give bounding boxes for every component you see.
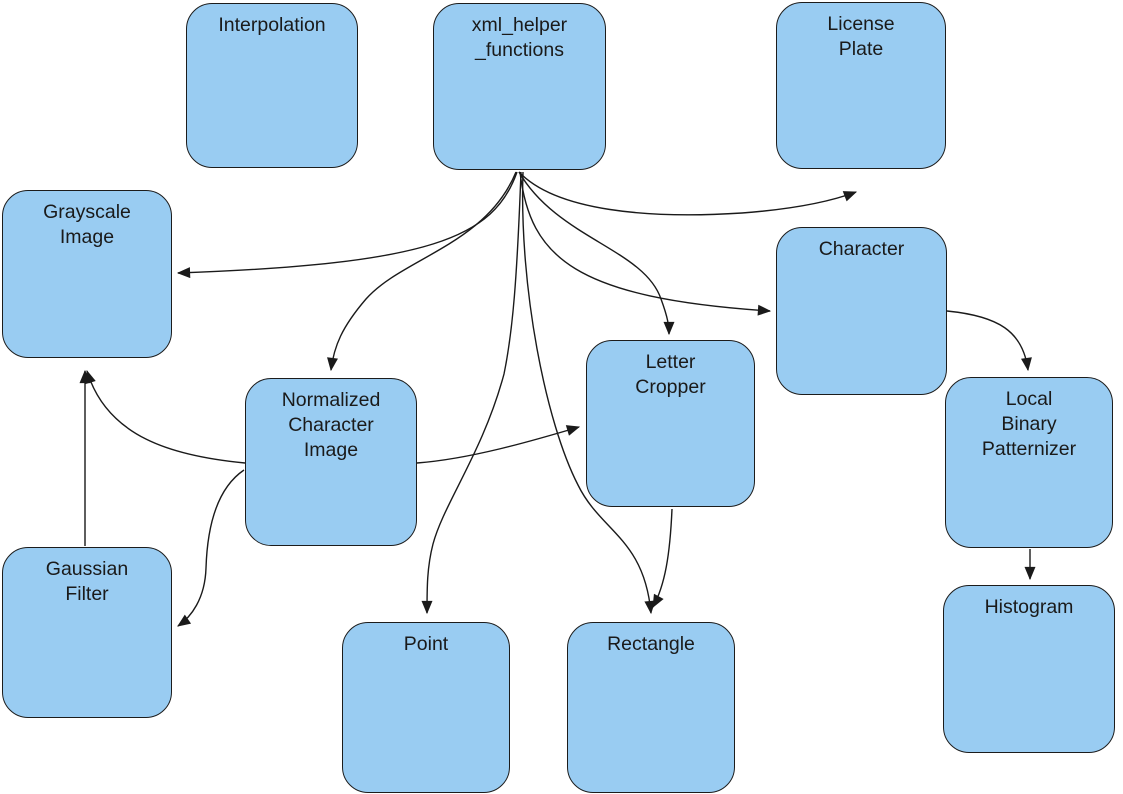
edge-xml_helper_functions-grayscale_image [176,171,518,279]
node-gaussian-filter[interactable]: Gaussian Filter [2,547,172,718]
node-xml-helper-functions[interactable]: xml_helper _functions [433,3,606,170]
node-interpolation-label: Interpolation [218,14,326,36]
node-normalized-character-image[interactable]: Normalized Character Image [245,378,417,546]
node-license-plate[interactable]: License Plate [776,2,946,169]
edge-xml_helper_functions-point [421,171,522,615]
edge-character-local_binary_patternizer [946,310,1032,372]
node-grayscale-image[interactable]: Grayscale Image [2,190,172,358]
node-gaussian-filter-label: Gaussian Filter [45,558,129,605]
node-normalized-character-image-label: Normalized Character Image [281,389,381,461]
edge-xml_helper_functions-character [519,171,772,316]
edge-xml_helper_functions-letter_cropper [518,171,675,336]
node-rectangle-label: Rectangle [607,633,695,655]
edge-xml_helper_functions-rectangle [521,171,656,615]
node-letter-cropper[interactable]: Letter Cropper [586,340,755,507]
node-local-binary-patternizer-label: Local Binary Patternizer [981,388,1077,460]
node-histogram-label: Histogram [984,596,1074,618]
node-rectangle[interactable]: Rectangle [567,622,735,793]
node-grayscale-image-label: Grayscale Image [43,201,131,248]
edge-normalized_character_image-letter_cropper [416,425,581,464]
edge-xml_helper_functions-normalized_character_image [327,171,517,372]
node-letter-cropper-label: Letter Cropper [635,351,706,398]
node-point-label: Point [403,633,449,655]
node-interpolation[interactable]: Interpolation [186,3,358,168]
node-point[interactable]: Point [342,622,510,793]
edge-letter_cropper-rectangle [652,508,673,608]
node-local-binary-patternizer[interactable]: Local Binary Patternizer [945,377,1113,548]
node-xml-helper-functions-label: xml_helper _functions [471,14,568,61]
node-character-label: Character [818,238,905,260]
edge-normalized_character_image-gaussian_filter [177,469,245,627]
node-histogram[interactable]: Histogram [943,585,1115,753]
node-character[interactable]: Character [776,227,947,395]
edge-normalized_character_image-grayscale_image [85,369,246,464]
node-license-plate-label: License Plate [827,13,895,60]
edge-xml_helper_functions-license_plate [518,171,858,216]
